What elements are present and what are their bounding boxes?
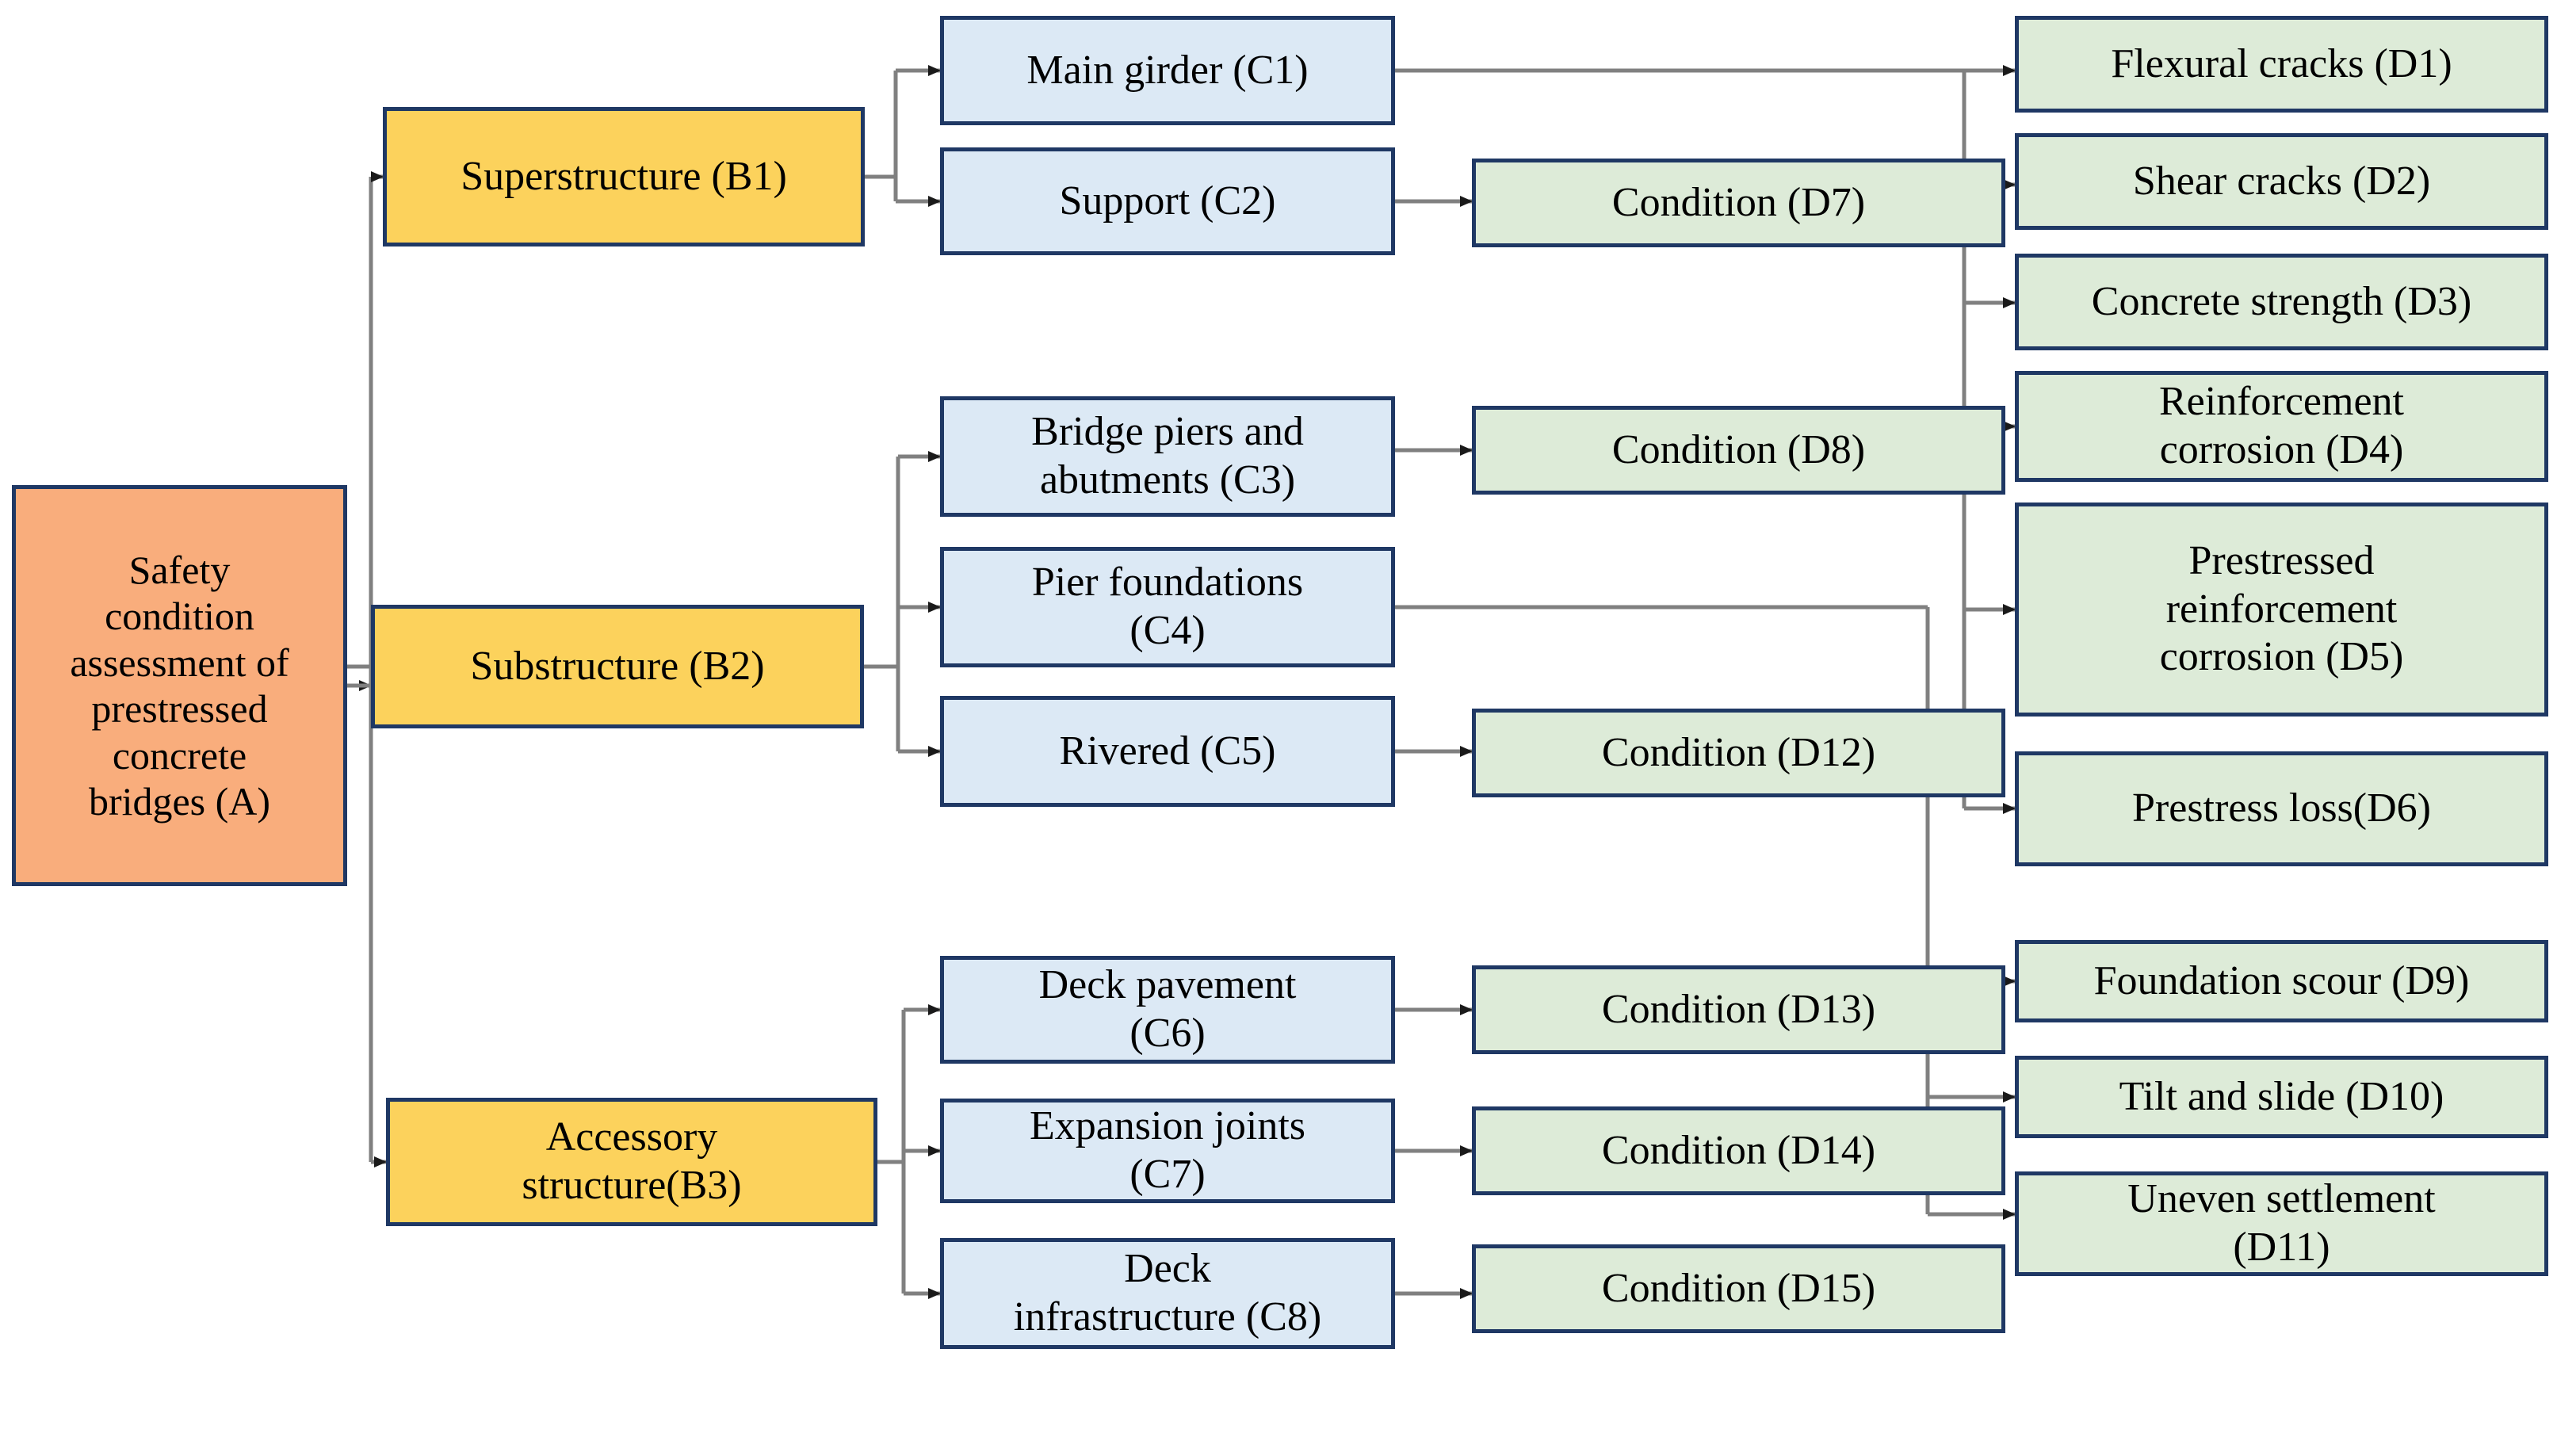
node-d13-condition[interactable]: Condition (D13)	[1472, 965, 2005, 1054]
node-a-goal[interactable]: Safety condition assessment of prestress…	[12, 485, 347, 886]
node-d8-condition[interactable]: Condition (D8)	[1472, 406, 2005, 495]
node-c1-main-girder[interactable]: Main girder (C1)	[940, 16, 1395, 125]
node-d12-condition[interactable]: Condition (D12)	[1472, 709, 2005, 797]
edge-a-b2	[347, 683, 371, 688]
node-c7-expansion-joints[interactable]: Expansion joints (C7)	[940, 1099, 1395, 1203]
node-d5-prestressed-reinforcement-corrosion[interactable]: Prestressed reinforcement corrosion (D5)	[2015, 503, 2548, 717]
node-c5-rivered[interactable]: Rivered (C5)	[940, 696, 1395, 807]
node-c3-bridge-piers-abutments[interactable]: Bridge piers and abutments (C3)	[940, 396, 1395, 517]
node-b2-substructure[interactable]: Substructure (B2)	[371, 605, 864, 728]
node-c2-support[interactable]: Support (C2)	[940, 147, 1395, 255]
node-d1-flexural-cracks[interactable]: Flexural cracks (D1)	[2015, 16, 2548, 113]
node-d10-tilt-and-slide[interactable]: Tilt and slide (D10)	[2015, 1056, 2548, 1138]
node-d4-reinforcement-corrosion[interactable]: Reinforcement corrosion (D4)	[2015, 371, 2548, 482]
node-b1-superstructure[interactable]: Superstructure (B1)	[383, 107, 865, 246]
node-d11-uneven-settlement[interactable]: Uneven settlement (D11)	[2015, 1171, 2548, 1276]
node-d14-condition[interactable]: Condition (D14)	[1472, 1106, 2005, 1195]
node-d2-shear-cracks[interactable]: Shear cracks (D2)	[2015, 133, 2548, 230]
node-d7-condition[interactable]: Condition (D7)	[1472, 159, 2005, 247]
node-c8-deck-infrastructure[interactable]: Deck infrastructure (C8)	[940, 1238, 1395, 1349]
node-c4-pier-foundations[interactable]: Pier foundations (C4)	[940, 547, 1395, 667]
node-b3-accessory-structure[interactable]: Accessory structure(B3)	[386, 1098, 877, 1226]
node-d3-concrete-strength[interactable]: Concrete strength (D3)	[2015, 254, 2548, 350]
node-d6-prestress-loss[interactable]: Prestress loss(D6)	[2015, 751, 2548, 866]
node-d15-condition[interactable]: Condition (D15)	[1472, 1244, 2005, 1333]
node-d9-foundation-scour[interactable]: Foundation scour (D9)	[2015, 940, 2548, 1022]
node-c6-deck-pavement[interactable]: Deck pavement (C6)	[940, 956, 1395, 1064]
